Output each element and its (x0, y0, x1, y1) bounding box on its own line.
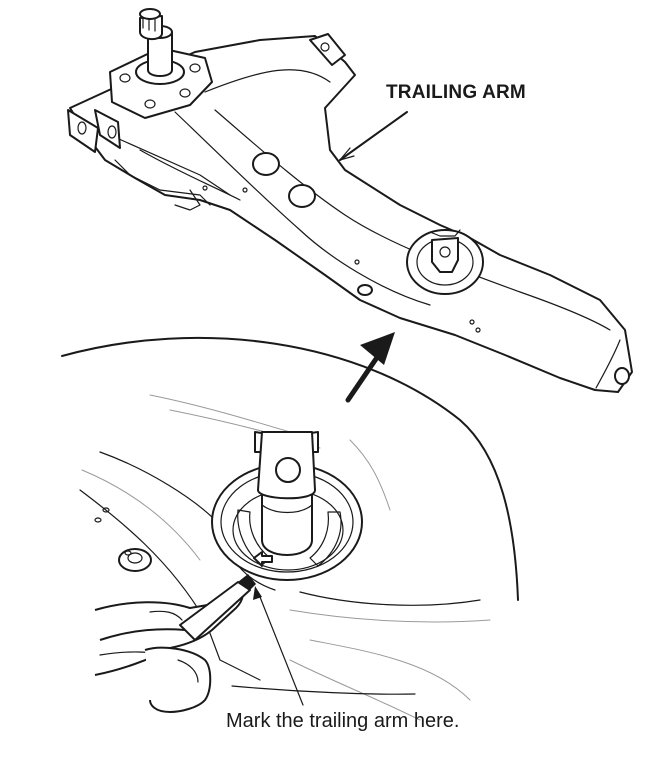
trailing-arm-illustration (67, 8, 633, 393)
arm-hole-2 (288, 184, 316, 208)
mark-leader (257, 591, 304, 706)
trailing-arm-body (69, 35, 633, 393)
bushing-detail (79, 394, 491, 721)
bushing-top (406, 229, 484, 295)
detail-boundary-arc (61, 336, 519, 601)
arm-hole-1 (252, 152, 280, 176)
trailing-arm-leader (339, 111, 408, 161)
spindle-hub (109, 8, 213, 119)
arm-end-eye (614, 367, 630, 385)
mark-instruction-label: Mark the trailing arm here. (226, 710, 460, 732)
trailing-arm-label: TRAILING ARM (386, 82, 526, 103)
detail-arrow (345, 332, 395, 403)
hand-with-marker (94, 574, 256, 713)
